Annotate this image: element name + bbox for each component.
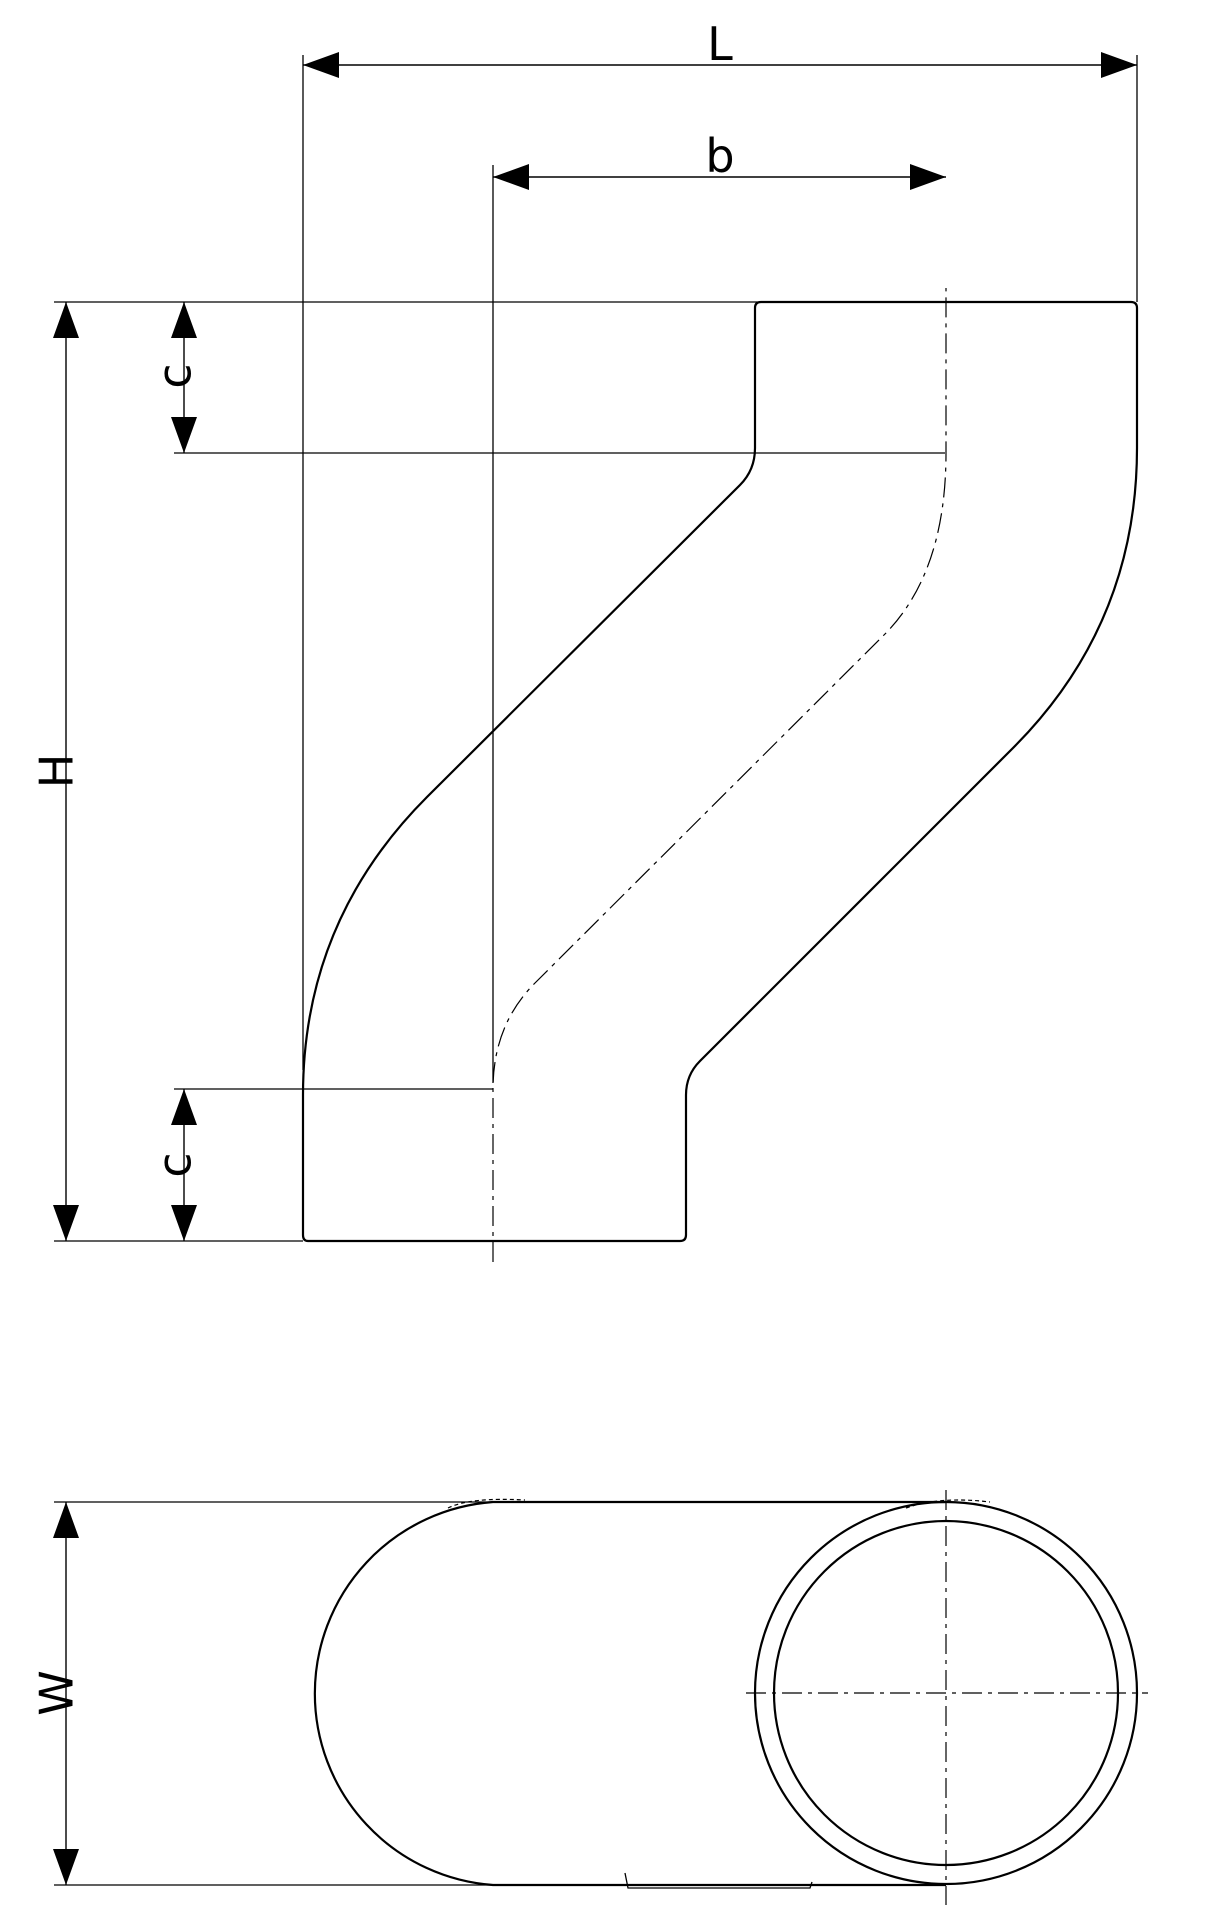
dimension-length: L	[303, 17, 1137, 78]
extension-lines	[54, 55, 1138, 1242]
label-width: W	[30, 1670, 84, 1715]
end-center-lines	[746, 1490, 1148, 1905]
center-line	[492, 288, 947, 1262]
seam-tab-top-left	[447, 1498, 526, 1509]
dimension-offset: b	[493, 129, 946, 190]
label-socket-bottom: c	[148, 1152, 202, 1177]
end-view: W	[30, 1490, 1148, 1905]
end-extension-lines	[54, 1501, 946, 1886]
dimension-width: W	[30, 1502, 84, 1885]
label-offset: b	[705, 129, 734, 183]
dimension-socket-bottom: c	[148, 1089, 202, 1241]
label-height: H	[30, 754, 84, 789]
pipe-outline	[301, 300, 1139, 1243]
label-length: L	[707, 17, 733, 71]
seam-tab-bottom	[624, 1872, 813, 1889]
dimension-socket-top: c	[148, 302, 202, 453]
dimension-height: H	[30, 302, 84, 1241]
label-socket-top: c	[148, 363, 202, 388]
body-outline	[313, 1500, 946, 1887]
side-view: L b H c c	[30, 17, 1139, 1262]
